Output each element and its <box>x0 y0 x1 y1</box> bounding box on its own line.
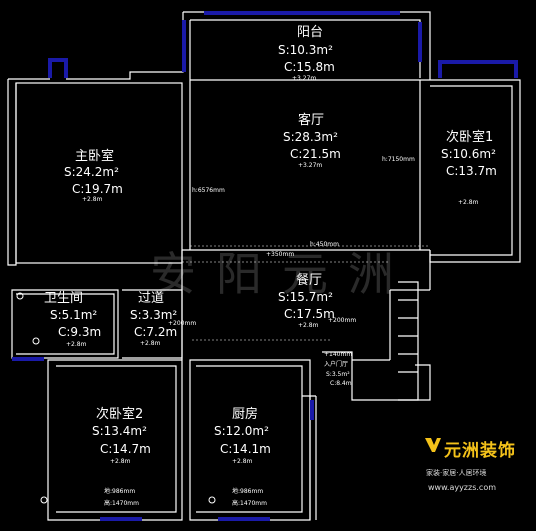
second1-area: S:10.6m² <box>441 147 496 161</box>
second2-window-height: 高:1470mm <box>104 500 139 507</box>
master-perim: C:19.7m <box>72 182 123 196</box>
bottom-walls <box>47 359 316 521</box>
balcony-height: +3.27m <box>292 75 317 82</box>
brand-slogan: 家装·家居·人居环境 <box>426 469 487 477</box>
balcony-area: S:10.3m² <box>278 43 333 57</box>
kitchen-window-height: 高:1470mm <box>232 500 267 507</box>
corridor-area: S:3.3m² <box>130 308 178 322</box>
living-area: S:28.3m² <box>283 130 338 144</box>
note-350: +350mm <box>266 251 295 258</box>
entry-perim: C:8.4m <box>330 380 352 387</box>
bath-perim: C:9.3m <box>58 325 102 339</box>
corridor-name: 过道 <box>138 291 165 306</box>
second2-height: +2.8m <box>110 458 131 465</box>
kitchen-window-width: 地:986mm <box>232 488 264 495</box>
dining-name: 餐厅 <box>296 273 323 288</box>
second1-name: 次卧室1 <box>446 130 494 145</box>
brand-url: www.ayyzzs.com <box>428 483 497 492</box>
dining-walls <box>181 249 431 401</box>
second1-height: +2.8m <box>458 199 479 206</box>
second2-perim: C:14.7m <box>100 442 151 456</box>
watermark: 安阳元洲 <box>150 247 414 301</box>
entry-area: S:3.5m² <box>326 371 350 378</box>
living-h-left: h:6576mm <box>192 187 225 194</box>
second1-perim: C:13.7m <box>446 164 497 178</box>
floor-drain-bath <box>16 292 24 300</box>
brand-logo: 元洲装饰 家装·家居·人居环境 www.ayyzzs.com <box>424 436 534 496</box>
bath-area: S:5.1m² <box>50 308 98 322</box>
corridor-height: +2.8m <box>140 340 161 347</box>
kitchen-perim: C:14.1m <box>220 442 271 456</box>
bath-name: 卫生间 <box>44 291 84 306</box>
kitchen-height: +2.8m <box>232 458 253 465</box>
window-master <box>48 58 68 78</box>
second2-window-width: 地:986mm <box>104 488 136 495</box>
second2-name: 次卧室2 <box>96 407 144 422</box>
brand-name: 元洲装饰 <box>444 441 516 461</box>
corridor-perim: C:7.2m <box>134 325 178 339</box>
note-h450: h:450mm <box>310 241 339 248</box>
note-200b: +200mm <box>328 317 357 324</box>
living-perim: C:21.5m <box>290 147 341 161</box>
master-area: S:24.2m² <box>64 165 119 179</box>
master-room-outline <box>15 82 183 264</box>
living-height: +3.27m <box>298 162 323 169</box>
dashed-lines <box>182 245 430 341</box>
balcony-perim: C:15.8m <box>284 60 335 74</box>
second2-area: S:13.4m² <box>92 424 147 438</box>
dining-height: +2.8m <box>298 322 319 329</box>
floor-drain-3 <box>40 496 48 504</box>
kitchen-area: S:12.0m² <box>214 424 269 438</box>
master-name: 主卧室 <box>75 149 115 164</box>
wall-outline <box>7 12 184 266</box>
master-height: +2.8m <box>82 196 103 203</box>
bath-height: +2.8m <box>66 341 87 348</box>
brand-mark-icon <box>425 438 441 452</box>
kitchen-name: 厨房 <box>232 407 259 422</box>
entry-name: 入户门厅 <box>324 361 349 368</box>
entry-walls <box>322 351 431 401</box>
note-200a: +200mm <box>168 320 197 327</box>
floor-drain-2 <box>32 337 40 345</box>
living-name: 客厅 <box>298 113 325 128</box>
living-walls <box>189 79 521 263</box>
living-h-right: h:7150mm <box>382 156 415 163</box>
balcony-name: 阳台 <box>297 25 324 40</box>
note-140: +140mm <box>324 351 353 358</box>
floor-drain-4 <box>208 496 216 504</box>
dining-perim: C:17.5m <box>284 307 335 321</box>
window-second1 <box>438 60 518 78</box>
dining-area: S:15.7m² <box>278 290 333 304</box>
